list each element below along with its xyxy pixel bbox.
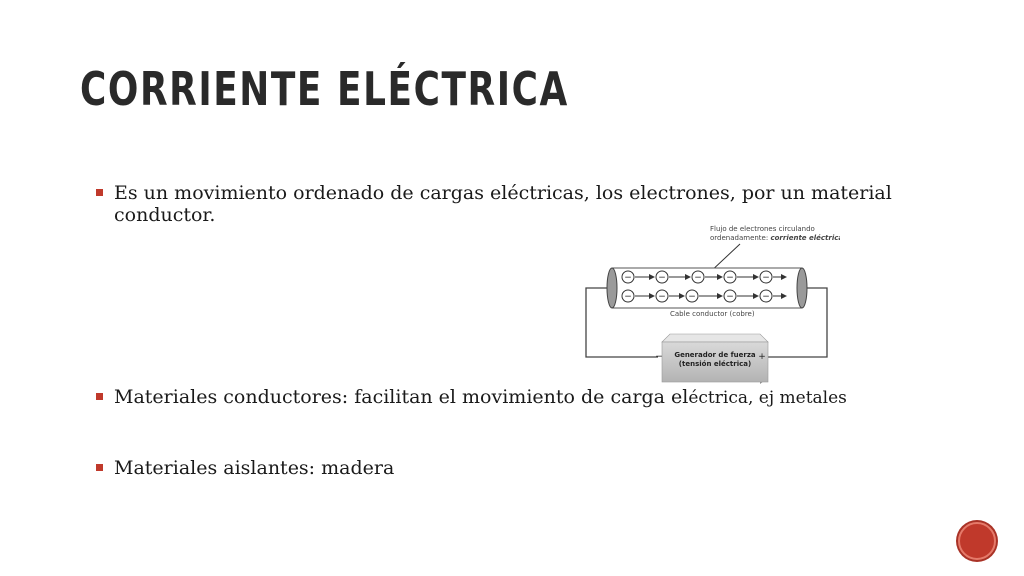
- generator-label-line1: Generador de fuerza: [674, 351, 756, 359]
- wire-right: [766, 287, 828, 358]
- electron: [685, 289, 699, 303]
- slide-number-badge: [958, 522, 996, 560]
- electron: [655, 270, 669, 284]
- bullet-marker: [96, 464, 103, 471]
- cable-end-right: [796, 267, 808, 309]
- generator-label-line2: (tensión eléctrica): [679, 360, 751, 368]
- bullet-marker: [96, 189, 103, 196]
- bullet-text-line2: conductor.: [114, 204, 216, 226]
- electric-current-diagram: Flujo de electrones circulando ordenadam…: [585, 225, 840, 384]
- electron-charge-sign: −: [624, 273, 632, 283]
- bullet-text-main: Materiales aislantes: madera: [114, 457, 395, 479]
- cable-end-left: [606, 267, 618, 309]
- electron-charge-sign: −: [658, 273, 666, 283]
- electron-charge-sign: −: [688, 292, 696, 302]
- electron: [723, 270, 737, 284]
- flow-label-prefix: ordenadamente:: [710, 234, 770, 242]
- electron-charge-sign: −: [694, 273, 702, 283]
- electron-flow: − − − − − − − − − −: [621, 270, 787, 303]
- electron: [759, 270, 773, 284]
- generator-top: [661, 333, 769, 343]
- electron: [691, 270, 705, 284]
- slide-title: Corriente eléctrica: [80, 62, 569, 116]
- flow-label-line2: ordenadamente: corriente eléctrica: [710, 234, 840, 242]
- generator-box: [661, 341, 769, 383]
- electron-charge-sign: −: [624, 292, 632, 302]
- wire-left: [585, 287, 658, 358]
- bullet-text-line1: Es un movimiento ordenado de cargas eléc…: [114, 182, 892, 204]
- electron-charge-sign: −: [658, 292, 666, 302]
- flow-label-emphasis: corriente eléctrica: [770, 234, 840, 242]
- electron: [621, 289, 635, 303]
- bullet-marker: [96, 393, 103, 400]
- bullet-text-small: éctrica, ej metales: [688, 388, 847, 408]
- conductor-cable: [611, 267, 803, 309]
- flow-label-line1: Flujo de electrones circulando: [710, 225, 815, 233]
- electron-charge-sign: −: [762, 273, 770, 283]
- electron: [723, 289, 737, 303]
- plus-terminal: +: [758, 352, 766, 362]
- electron-charge-sign: −: [762, 292, 770, 302]
- electron: [621, 270, 635, 284]
- bullet-text-main: Materiales conductores: facilitan el mov…: [114, 386, 689, 408]
- cable-label: Cable conductor (cobre): [670, 310, 755, 318]
- electron: [759, 289, 773, 303]
- electron-charge-sign: −: [726, 273, 734, 283]
- electron-charge-sign: −: [726, 292, 734, 302]
- minus-terminal: −: [655, 352, 663, 362]
- electron: [655, 289, 669, 303]
